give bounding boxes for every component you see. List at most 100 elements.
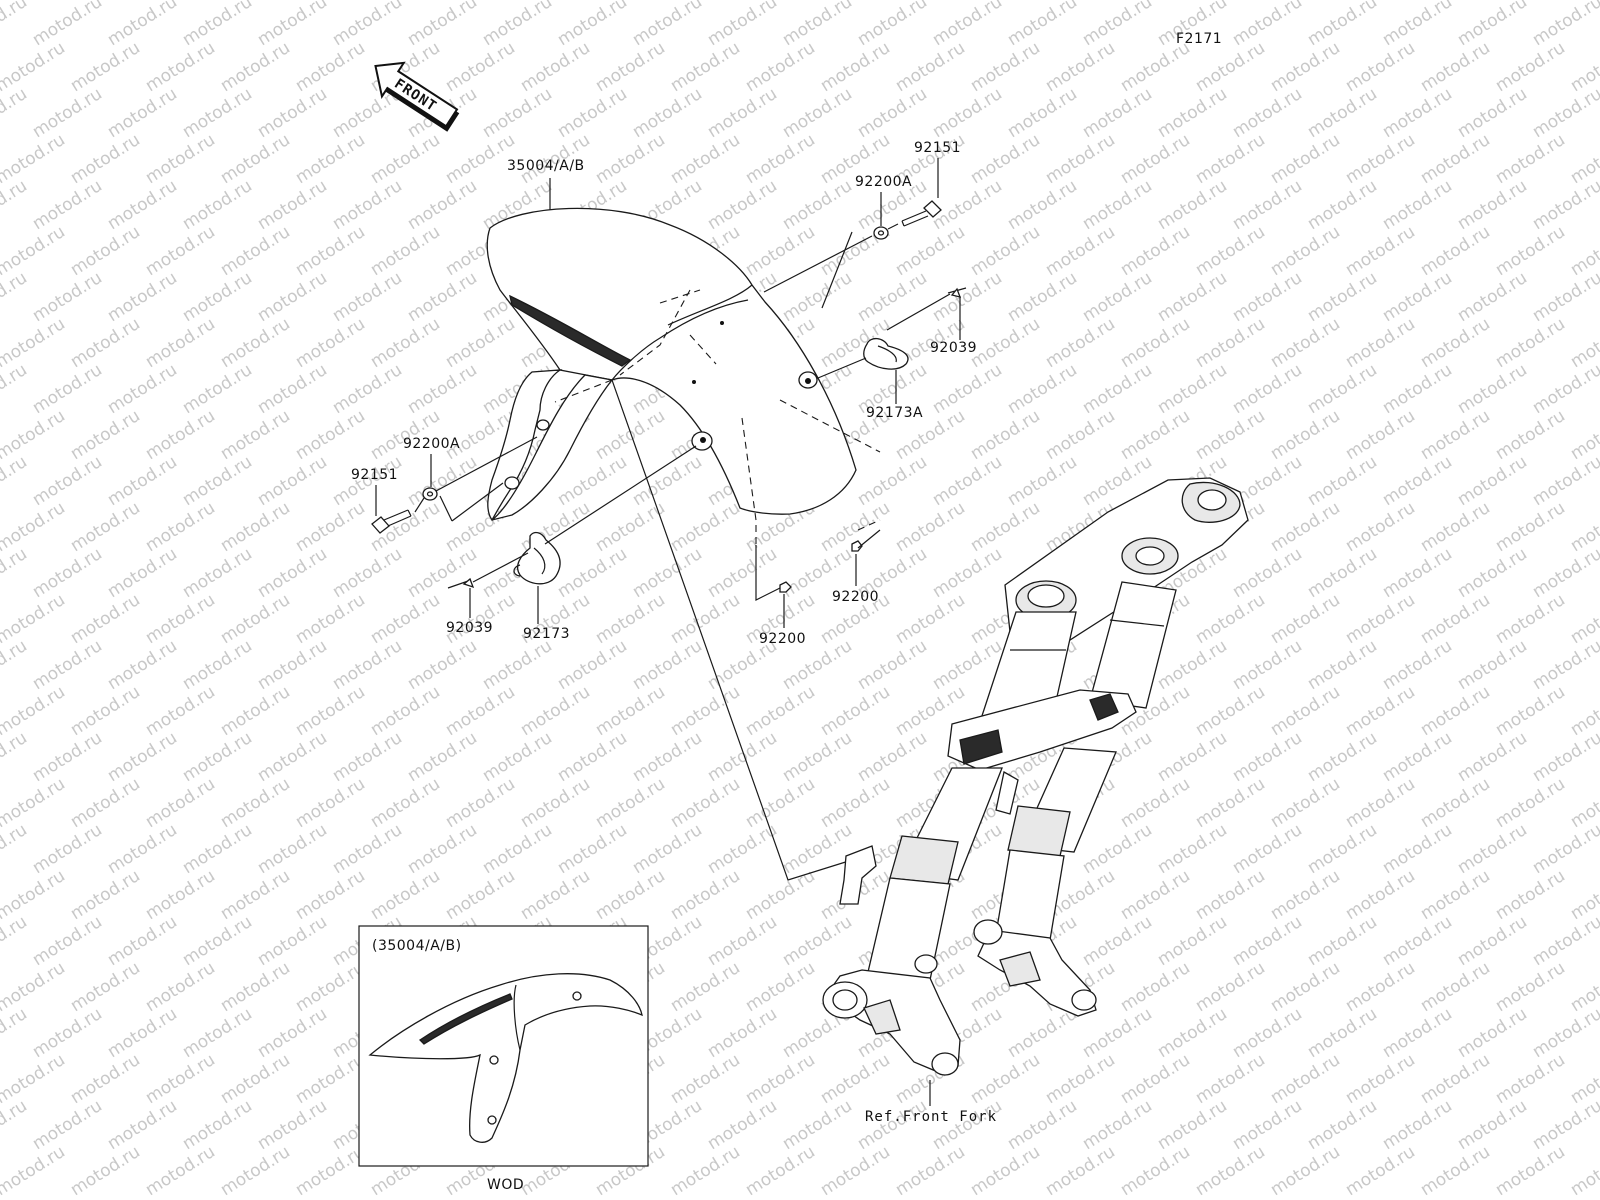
watermark-text: motod.ru xyxy=(592,38,669,96)
watermark-text: motod.ru xyxy=(1379,452,1456,510)
watermark-text: motod.ru xyxy=(1304,912,1381,970)
watermark-text: motod.ru xyxy=(1492,590,1569,648)
watermark-text: motod.ru xyxy=(967,38,1044,96)
watermark-text: motod.ru xyxy=(1004,0,1081,50)
watermark-text: motod.ru xyxy=(1492,222,1569,280)
watermark-text: motod.ru xyxy=(404,0,481,50)
watermark-text: motod.ru xyxy=(779,268,856,326)
watermark-text: motod.ru xyxy=(667,1050,744,1108)
watermark-text: motod.ru xyxy=(1192,314,1269,372)
watermark-text: motod.ru xyxy=(67,774,144,832)
watermark-text: motod.ru xyxy=(554,544,631,602)
watermark-text: motod.ru xyxy=(29,820,106,878)
watermark-text: motod.ru xyxy=(292,406,369,464)
watermark-text: motod.ru xyxy=(1379,820,1456,878)
watermark-text: motod.ru xyxy=(1229,636,1306,694)
watermark-text: motod.ru xyxy=(67,1142,144,1200)
callout-92173-left: 92173 xyxy=(523,626,570,642)
watermark-text: motod.ru xyxy=(554,0,631,50)
pin-92039-right xyxy=(947,287,967,298)
watermark-text: motod.ru xyxy=(704,176,781,234)
watermark-text: motod.ru xyxy=(404,544,481,602)
watermark-text: motod.ru xyxy=(1342,866,1419,924)
watermark-text: motod.ru xyxy=(1304,728,1381,786)
nut-92200-center xyxy=(779,581,792,593)
watermark-text: motod.ru xyxy=(704,728,781,786)
watermark-text: motod.ru xyxy=(404,176,481,234)
watermark-text: motod.ru xyxy=(1079,84,1156,142)
watermark-text: motod.ru xyxy=(1229,728,1306,786)
watermark-text: motod.ru xyxy=(1529,0,1600,50)
callout-92039-right: 92039 xyxy=(930,340,977,356)
watermark-text: motod.ru xyxy=(479,636,556,694)
watermark-text: motod.ru xyxy=(929,0,1006,50)
watermark-text: motod.ru xyxy=(179,1096,256,1154)
watermark-text: motod.ru xyxy=(0,958,69,1016)
watermark-text: motod.ru xyxy=(1379,268,1456,326)
watermark-text: motod.ru xyxy=(1117,958,1194,1016)
watermark-text: motod.ru xyxy=(667,38,744,96)
watermark-text: motod.ru xyxy=(1154,912,1231,970)
watermark-text: motod.ru xyxy=(67,1050,144,1108)
watermark-text: motod.ru xyxy=(292,222,369,280)
watermark-text: motod.ru xyxy=(1379,1096,1456,1154)
watermark-text: motod.ru xyxy=(217,958,294,1016)
watermark-text: motod.ru xyxy=(179,1004,256,1062)
bolt-92151-left xyxy=(371,509,412,534)
watermark-text: motod.ru xyxy=(817,682,894,740)
watermark-text: motod.ru xyxy=(1229,544,1306,602)
watermark-text: motod.ru xyxy=(1304,1004,1381,1062)
watermark-text: motod.ru xyxy=(29,84,106,142)
watermark-text: motod.ru xyxy=(1079,268,1156,326)
watermark-text: motod.ru xyxy=(142,774,219,832)
watermark-text: motod.ru xyxy=(1454,452,1531,510)
watermark-text: motod.ru xyxy=(667,682,744,740)
watermark-text: motod.ru xyxy=(854,728,931,786)
watermark-text: motod.ru xyxy=(367,314,444,372)
watermark-text: motod.ru xyxy=(1492,38,1569,96)
front-arrow-icon: FRONT xyxy=(374,61,460,132)
watermark-text: motod.ru xyxy=(67,498,144,556)
watermark-text: motod.ru xyxy=(404,820,481,878)
watermark-text: motod.ru xyxy=(967,406,1044,464)
figure-id: F2171 xyxy=(1176,31,1222,47)
watermark-text: motod.ru xyxy=(1042,38,1119,96)
watermark-text: motod.ru xyxy=(1154,268,1231,326)
watermark-text: motod.ru xyxy=(404,636,481,694)
callout-92200-right: 92200 xyxy=(832,589,879,605)
watermark-text: motod.ru xyxy=(967,130,1044,188)
watermark-text: motod.ru xyxy=(1042,406,1119,464)
clamp-92173-left xyxy=(513,531,561,585)
watermark-text: motod.ru xyxy=(1417,958,1494,1016)
watermark-text: motod.ru xyxy=(142,682,219,740)
watermark-text: motod.ru xyxy=(1304,544,1381,602)
watermark-text: motod.ru xyxy=(442,314,519,372)
watermark-text: motod.ru xyxy=(1267,1050,1344,1108)
watermark-text: motod.ru xyxy=(817,1142,894,1200)
watermark-text: motod.ru xyxy=(1079,360,1156,418)
watermark-text: motod.ru xyxy=(667,958,744,1016)
watermark-text: motod.ru xyxy=(179,912,256,970)
watermark-text: motod.ru xyxy=(1304,268,1381,326)
watermark-text: motod.ru xyxy=(0,268,31,326)
watermark-text: motod.ru xyxy=(1492,314,1569,372)
callout-92039-left: 92039 xyxy=(446,620,493,636)
watermark-text: motod.ru xyxy=(179,728,256,786)
watermark-text: motod.ru xyxy=(1529,544,1600,602)
watermark-text: motod.ru xyxy=(0,866,69,924)
watermark-text: motod.ru xyxy=(742,1050,819,1108)
watermark-text: motod.ru xyxy=(179,360,256,418)
watermark-text: motod.ru xyxy=(104,176,181,234)
watermark-text: motod.ru xyxy=(104,452,181,510)
watermark-text: motod.ru xyxy=(0,774,69,832)
watermark-text: motod.ru xyxy=(1529,1096,1600,1154)
watermark-text: motod.ru xyxy=(1342,406,1419,464)
watermark-text: motod.ru xyxy=(929,84,1006,142)
watermark-text: motod.ru xyxy=(217,314,294,372)
watermark-text: motod.ru xyxy=(404,268,481,326)
watermark-text: motod.ru xyxy=(217,682,294,740)
watermark-text: motod.ru xyxy=(742,682,819,740)
watermark-text: motod.ru xyxy=(1454,0,1531,50)
callout-92173a-right: 92173A xyxy=(866,405,923,421)
watermark-text: motod.ru xyxy=(892,1142,969,1200)
